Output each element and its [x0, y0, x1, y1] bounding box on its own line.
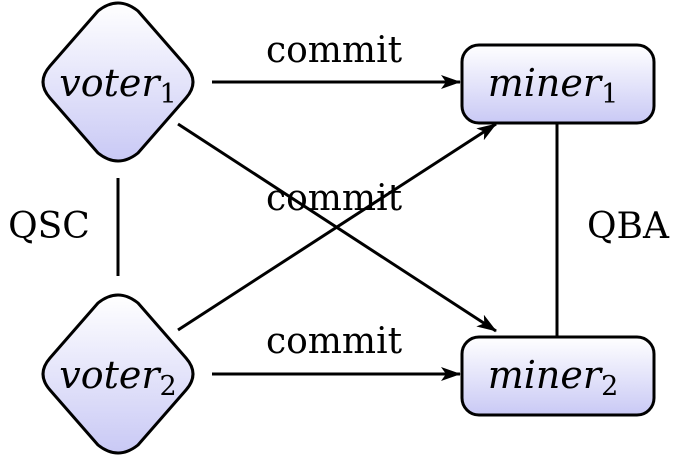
node-miner1-subscript: 1: [601, 79, 618, 110]
node-voter1-name: voter: [59, 61, 162, 105]
label-qba: QBA: [587, 206, 670, 247]
label-commit-middle: commit: [266, 178, 403, 219]
label-commit-top: commit: [266, 30, 403, 71]
node-voter1: voter1: [41, 1, 195, 163]
node-miner2: miner2: [460, 335, 656, 417]
node-voter2-shape: [41, 293, 195, 455]
node-voter2: voter2: [41, 293, 195, 455]
node-voter1-shape: [41, 1, 195, 163]
node-miner1: miner1: [460, 43, 656, 125]
node-voter2-label: voter2: [59, 353, 176, 402]
edge-voter1-miner2: [177, 122, 497, 333]
node-miner1-name: miner: [488, 61, 604, 105]
node-voter2-subscript: 2: [160, 371, 177, 402]
node-voter1-subscript: 1: [160, 79, 177, 110]
node-miner1-label: miner1: [488, 61, 619, 110]
node-miner2-shape: [460, 335, 656, 417]
node-voter2-name: voter: [59, 353, 162, 397]
label-qsc: QSC: [8, 206, 90, 247]
node-voter1-label: voter1: [59, 61, 176, 110]
label-commit-bottom: commit: [266, 321, 403, 362]
node-miner2-label: miner2: [488, 353, 619, 402]
node-miner2-name: miner: [488, 353, 604, 397]
node-miner1-shape: [460, 43, 656, 125]
node-miner2-subscript: 2: [601, 371, 618, 402]
